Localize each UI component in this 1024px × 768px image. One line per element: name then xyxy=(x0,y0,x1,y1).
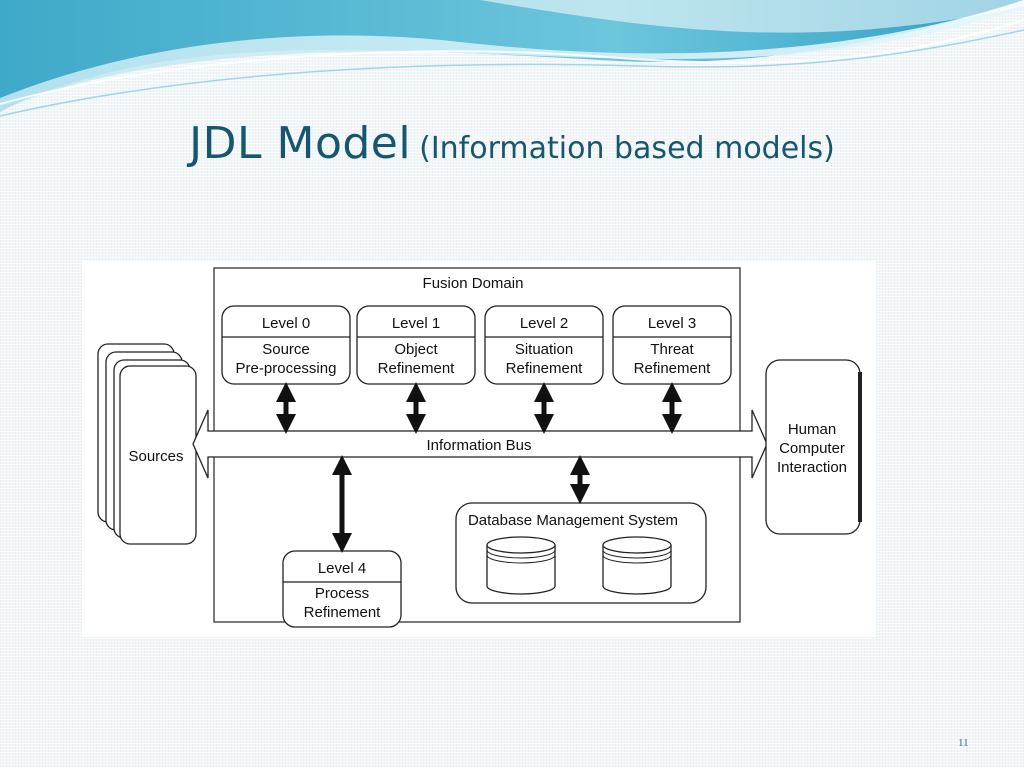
level-2-title: Level 2 xyxy=(520,315,568,332)
level-3-title: Level 3 xyxy=(648,315,696,332)
level-3-line1: Threat xyxy=(650,341,694,358)
level-0-box: Level 0 Source Pre-processing xyxy=(221,305,351,385)
level-1-line1: Object xyxy=(394,341,438,358)
slide-title-subtitle: (Information based models) xyxy=(419,131,835,166)
level-0-line2: Pre-processing xyxy=(236,360,337,377)
level-0-title: Level 0 xyxy=(262,315,310,332)
dbms-label: Database Management System xyxy=(468,512,678,529)
level-1-line2: Refinement xyxy=(378,360,456,377)
level-0-line1: Source xyxy=(262,341,310,358)
header-swoosh xyxy=(0,0,1024,117)
level-4-box: Level 4 Process Refinement xyxy=(282,550,402,628)
level-3-box: Level 3 Threat Refinement xyxy=(612,305,732,385)
level-1-box: Level 1 Object Refinement xyxy=(356,305,476,385)
information-bus-label: Information Bus xyxy=(426,437,531,454)
database-icon xyxy=(486,536,556,595)
level-4-title: Level 4 xyxy=(318,560,366,577)
level-4-line2: Refinement xyxy=(304,604,382,621)
hci-line1: Human xyxy=(788,421,836,438)
sources-stack: Sources xyxy=(97,343,197,545)
page-number: 11 xyxy=(958,737,969,749)
level-2-line2: Refinement xyxy=(506,360,584,377)
slide-title: JDL Model(Information based models) xyxy=(0,118,1024,169)
fusion-domain-label: Fusion Domain xyxy=(423,275,524,292)
level-3-line2: Refinement xyxy=(634,360,712,377)
dbms-box: Database Management System xyxy=(455,502,707,604)
slide-title-main: JDL Model xyxy=(189,118,412,169)
level-1-title: Level 1 xyxy=(392,315,440,332)
hci-box: Human Computer Interaction xyxy=(765,359,862,535)
sources-label: Sources xyxy=(128,448,183,465)
level-2-box: Level 2 Situation Refinement xyxy=(484,305,604,385)
hci-line3: Interaction xyxy=(777,459,847,476)
hci-line2: Computer xyxy=(779,440,845,457)
database-icon xyxy=(602,536,672,595)
level-2-line1: Situation xyxy=(515,341,573,358)
level-4-line1: Process xyxy=(315,585,369,602)
